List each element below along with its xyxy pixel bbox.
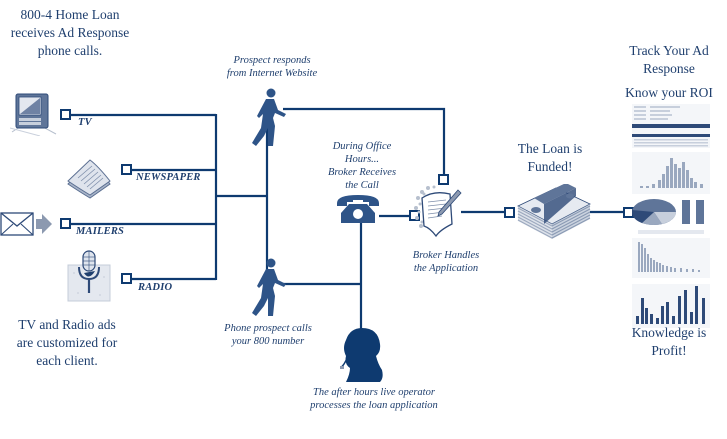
- headset-operator-icon: [340, 328, 383, 382]
- phone-prospect-caption: Phone prospect calls your 800 number: [218, 322, 318, 348]
- broker-handles-caption: Broker Handles the Application: [404, 249, 488, 275]
- node-tv: [60, 109, 71, 120]
- node-newspaper: [121, 164, 132, 175]
- caption-line: are customized for: [16, 335, 118, 350]
- after-hours-caption: The after hours live operator processes …: [304, 386, 444, 412]
- report-table-thumbnail: [632, 104, 710, 148]
- connector-internet-to-broker: [283, 107, 446, 178]
- caption-line: receives Ad Response: [10, 25, 130, 40]
- office-hours-caption: During Office Hours... Broker Receives t…: [320, 140, 404, 192]
- caption-line: your 800 number: [231, 336, 305, 347]
- caption-line: each client.: [36, 353, 98, 368]
- node-broker-left: [409, 210, 420, 221]
- caption-line: Phone prospect calls: [224, 323, 312, 334]
- caption-line: Know your ROI: [625, 85, 713, 100]
- caption-line: Broker Receives: [327, 167, 397, 178]
- caption-line: Broker Handles: [412, 250, 480, 261]
- media-label-radio: RADIO: [138, 282, 173, 293]
- report-thumbnails-icon: [632, 104, 710, 328]
- caption-line: Hours...: [344, 154, 380, 165]
- media-label-tv: TV: [78, 117, 92, 128]
- report-histogram-thumbnail: [632, 152, 710, 194]
- caption-line: phone calls.: [37, 43, 103, 58]
- caption-line: Prospect responds: [233, 55, 311, 66]
- telephone-icon: [337, 195, 379, 223]
- loan-funded-caption: The Loan is Funded!: [510, 140, 590, 176]
- internet-prospect-caption: Prospect responds from Internet Website: [214, 54, 330, 80]
- newspaper-icon: [67, 159, 111, 199]
- report-pie-thumbnail: [632, 199, 704, 234]
- envelope-icon: [0, 212, 52, 236]
- caption-line: processes the loan application: [310, 400, 438, 411]
- caption-line: The after hours live operator: [313, 387, 435, 398]
- report-bars-thumbnail: [632, 284, 710, 328]
- report-decay-thumbnail: [632, 238, 710, 278]
- caption-line: from Internet Website: [226, 68, 318, 79]
- know-roi-caption: Know your ROI: [614, 84, 724, 102]
- caption-line: the Application: [413, 263, 479, 274]
- track-response-caption: Track Your Ad Response: [614, 42, 724, 78]
- television-icon: [10, 93, 57, 136]
- caption-line: The Loan is: [517, 141, 583, 156]
- media-label-newspaper: NEWSPAPER: [136, 172, 201, 183]
- money-stack-icon: [517, 184, 591, 239]
- caption-line: Response: [643, 61, 695, 76]
- media-label-mailers: MAILERS: [76, 226, 125, 237]
- node-broker-top: [438, 174, 449, 185]
- node-mailers: [60, 218, 71, 229]
- caption-line: Track Your Ad: [629, 43, 709, 58]
- knowledge-profit-caption: Knowledge is Profit!: [614, 324, 724, 360]
- caption-line: Profit!: [651, 343, 687, 358]
- caption-line: Knowledge is: [631, 325, 707, 340]
- caption-line: TV and Radio ads: [18, 317, 116, 332]
- walking-person-icon: [252, 88, 286, 146]
- caption-line: Funded!: [527, 159, 573, 174]
- caption-line: the Call: [345, 180, 379, 191]
- node-money: [504, 207, 515, 218]
- caption-line: During Office: [332, 141, 392, 152]
- document-pen-icon: [414, 185, 462, 238]
- microphone-icon: [67, 250, 111, 302]
- header-caption: 800-4 Home Loan receives Ad Response pho…: [0, 6, 140, 60]
- caption-line: 800-4 Home Loan: [20, 7, 120, 22]
- node-radio: [121, 273, 132, 284]
- footer-caption: TV and Radio ads are customized for each…: [0, 316, 134, 370]
- walking-person-icon: [252, 258, 286, 316]
